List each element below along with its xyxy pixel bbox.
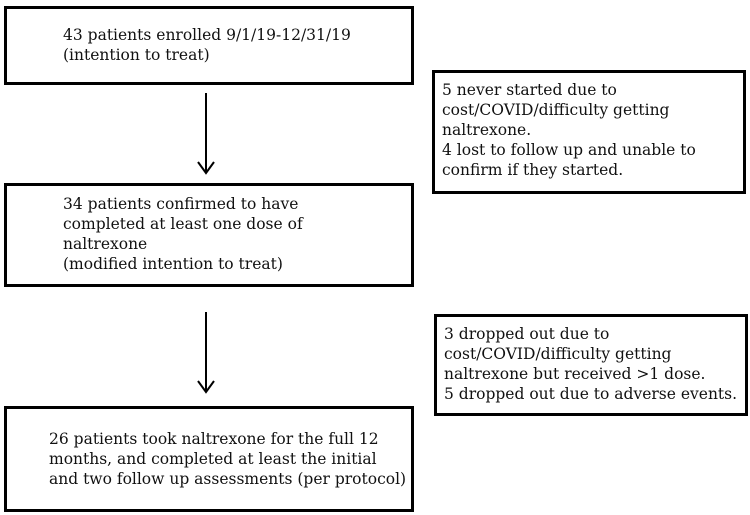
- enrolled-line-2: (intention to treat): [63, 46, 210, 64]
- dropped-line-1: 3 dropped out due to: [444, 325, 610, 343]
- modified-itt-line-4: (modified intention to treat): [63, 255, 283, 273]
- dropped-line-4: 5 dropped out due to adverse events.: [444, 385, 738, 403]
- excluded-line-5: confirm if they started.: [442, 161, 624, 179]
- excluded-line-1: 5 never started due to: [442, 81, 617, 99]
- dropped-out-box: 3 dropped out due to cost/COVID/difficul…: [434, 314, 748, 416]
- excluded-line-4: 4 lost to follow up and unable to: [442, 141, 696, 159]
- excluded-box: 5 never started due to cost/COVID/diffic…: [432, 70, 746, 194]
- per-protocol-line-3: and two follow up assessments (per proto…: [49, 470, 407, 488]
- enrolled-line-1: 43 patients enrolled 9/1/19-12/31/19: [63, 26, 351, 44]
- down-arrow-1: [197, 93, 215, 175]
- dropped-line-3: naltrexone but received >1 dose.: [444, 365, 706, 383]
- enrolled-box: 43 patients enrolled 9/1/19-12/31/19 (in…: [4, 6, 414, 85]
- modified-itt-line-1: 34 patients confirmed to have: [63, 195, 299, 213]
- excluded-line-3: naltrexone.: [442, 121, 532, 139]
- dropped-line-2: cost/COVID/difficulty getting: [444, 345, 672, 363]
- modified-itt-line-2: completed at least one dose of: [63, 215, 303, 233]
- modified-itt-box: 34 patients confirmed to have completed …: [4, 183, 414, 287]
- modified-itt-line-3: naltrexone: [63, 235, 148, 253]
- per-protocol-line-2: months, and completed at least the initi…: [49, 450, 377, 468]
- excluded-line-2: cost/COVID/difficulty getting: [442, 101, 670, 119]
- per-protocol-box: 26 patients took naltrexone for the full…: [4, 406, 414, 512]
- per-protocol-line-1: 26 patients took naltrexone for the full…: [49, 430, 379, 448]
- down-arrow-2: [197, 312, 215, 394]
